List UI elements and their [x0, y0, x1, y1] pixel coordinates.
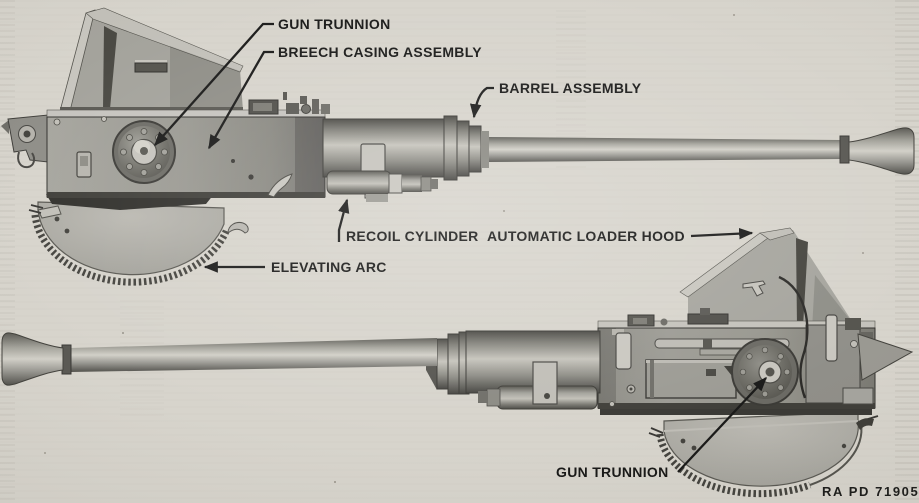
gun-trunnion-dial-top: [112, 120, 176, 184]
loader-hatch: [645, 359, 737, 399]
callout-breech-casing: BREECH CASING ASSEMBLY: [278, 44, 482, 60]
callout-automatic-loader-hood: AUTOMATIC LOADER HOOD: [487, 228, 685, 244]
recoil-mechanism-bottom: [426, 330, 601, 410]
callout-barrel-assembly: BARREL ASSEMBLY: [499, 80, 642, 96]
gun-trunnion-dial-bottom: [731, 338, 799, 406]
loader-hood-top: [59, 7, 244, 114]
leader-breech-casing: [208, 50, 274, 150]
rear-bracket-top: [1, 114, 49, 169]
breech-casing-bottom: [597, 308, 876, 409]
mount-fin: [857, 333, 914, 381]
breech-casing-top: [46, 109, 326, 198]
callout-leaders: [154, 22, 767, 473]
loader-cable: [778, 275, 809, 399]
callout-gun-trunnion-bottom: GUN TRUNNION: [556, 464, 669, 480]
elevating-arc-bottom: [648, 411, 879, 498]
leader-gun-trunnion-top: [154, 22, 274, 147]
callout-recoil-cylinder: RECOIL CYLINDER: [346, 228, 479, 244]
leader-automatic-loader-hood: [690, 227, 754, 240]
recoil-cylinder-top: [326, 170, 392, 195]
callout-elevating-arc: ELEVATING ARC: [271, 259, 387, 275]
barrel-top: [489, 127, 915, 175]
barrel-bottom: [1, 332, 437, 386]
callout-gun-trunnion-top: GUN TRUNNION: [278, 16, 391, 32]
leader-recoil-cylinder: [337, 198, 350, 242]
figure-credit: RA PD 71905: [822, 484, 919, 499]
muzzle-brake-bottom: [1, 332, 64, 386]
top-fittings: [248, 92, 330, 115]
recoil-mechanism-top: [322, 115, 489, 202]
gun-top-view: [1, 7, 915, 286]
leader-gun-trunnion-bottom: [677, 376, 767, 473]
leader-barrel-assembly: [469, 86, 494, 119]
muzzle-brake-top: [848, 127, 915, 175]
elevating-arc-top: [28, 201, 249, 286]
